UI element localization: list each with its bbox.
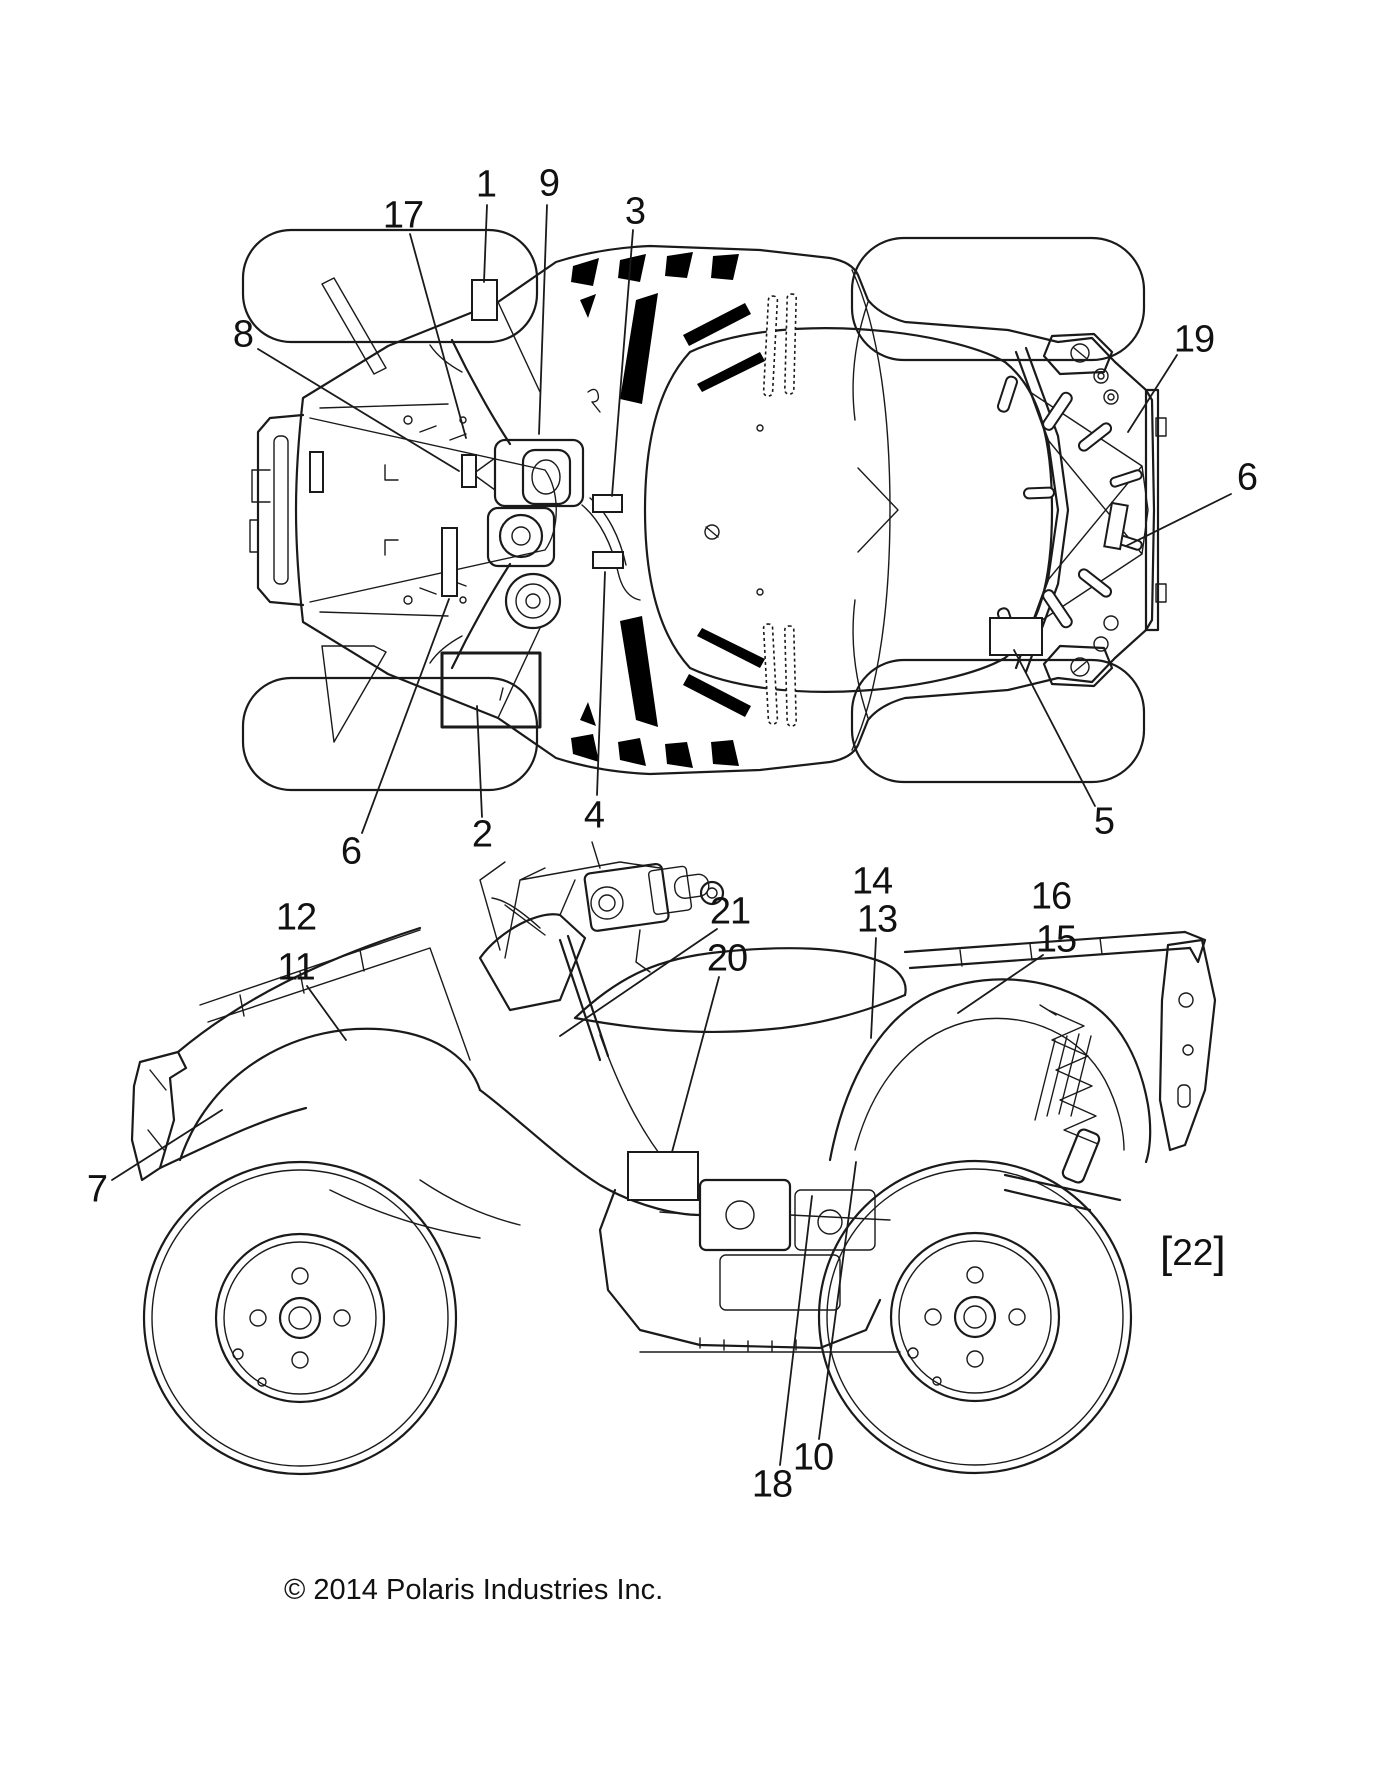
callout-label-13: 13 — [856, 898, 898, 941]
callout-label-6-left: 6 — [340, 830, 362, 873]
tire-rear-left-bottom — [241, 676, 539, 792]
callout-label-14: 14 — [851, 860, 893, 903]
callout-label-6-right: 6 — [1236, 456, 1258, 499]
tire-front-right-bottom — [850, 658, 1146, 784]
decal-rect-17 — [461, 454, 477, 488]
callout-label-8: 8 — [232, 313, 254, 356]
callout-label-12: 12 — [275, 896, 317, 939]
copyright-text: © 2014 Polaris Industries Inc. — [284, 1574, 664, 1606]
callout-label-1: 1 — [475, 163, 497, 206]
decal-rect-20 — [627, 1151, 699, 1201]
tire-front-right-top — [850, 236, 1146, 362]
callout-label-19: 19 — [1173, 318, 1215, 361]
callout-label-3: 3 — [624, 190, 646, 233]
callout-label-11: 11 — [277, 946, 315, 989]
fender-graphic-decal-lower — [571, 616, 798, 768]
callout-label-17: 17 — [382, 194, 424, 237]
callout-label-15: 15 — [1035, 918, 1077, 961]
callout-leader-lines — [111, 204, 1232, 1466]
callout-label-16: 16 — [1030, 875, 1072, 918]
kit-reference-number: 22 — [1172, 1232, 1214, 1273]
side-view-drawing — [130, 841, 1217, 1476]
decal-rect-1 — [471, 279, 498, 321]
decal-rect-2 — [440, 651, 542, 729]
tire-rear-left-top — [241, 228, 539, 344]
decal-rect-6-left — [441, 527, 458, 597]
decal-rect-6-right — [1103, 501, 1129, 551]
callout-label-9: 9 — [538, 162, 560, 205]
callout-label-7: 7 — [86, 1168, 108, 1211]
decal-rect-4 — [592, 551, 624, 569]
bracket-right: ] — [1213, 1228, 1226, 1278]
kit-reference-box: [ 22 ] — [1160, 1228, 1226, 1278]
top-view-drawing — [241, 228, 1167, 792]
decal-rect-3 — [592, 494, 623, 513]
callout-label-2: 2 — [471, 813, 493, 856]
front-wheel — [142, 1160, 458, 1476]
bracket-left: [ — [1160, 1228, 1173, 1278]
callout-label-18: 18 — [751, 1463, 793, 1506]
callout-label-5: 5 — [1093, 800, 1115, 843]
callout-label-4: 4 — [583, 794, 605, 837]
decal-rect-rack — [309, 451, 324, 493]
callout-label-21: 21 — [709, 890, 751, 933]
fender-graphic-decal-upper — [571, 252, 798, 413]
callout-label-10: 10 — [792, 1436, 834, 1479]
decal-rect-5 — [989, 617, 1043, 656]
callout-label-20: 20 — [706, 937, 748, 980]
